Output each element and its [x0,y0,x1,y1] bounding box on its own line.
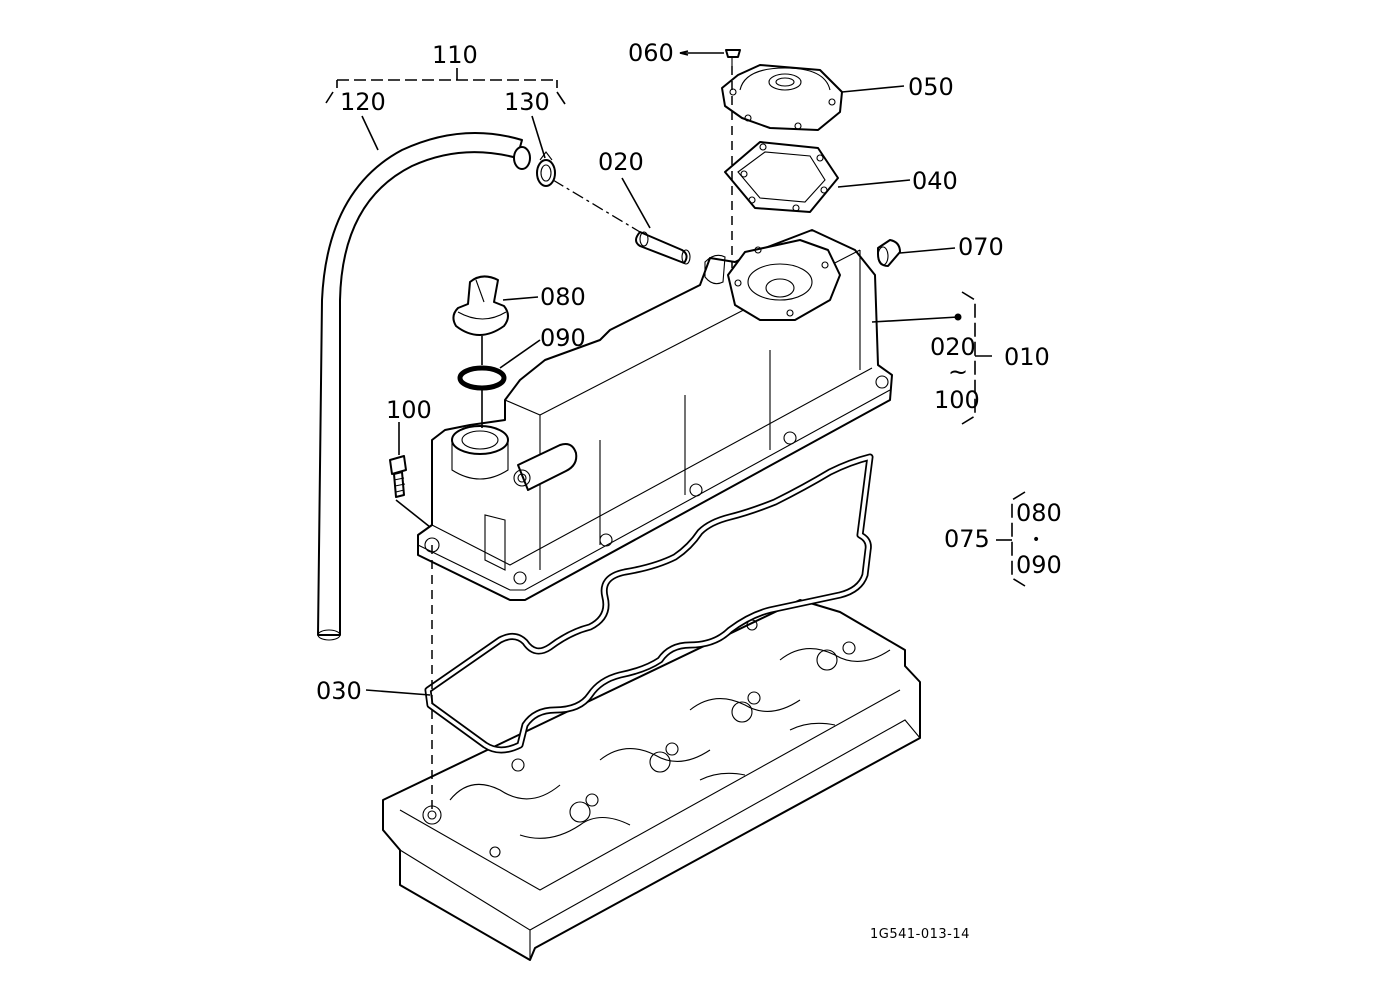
breather-cover [721,64,843,131]
label-040: 040 [912,167,958,195]
label-120: 120 [340,88,386,116]
breather-pipe [635,231,691,265]
label-set-dot: • [1032,532,1040,548]
label-range-from: 020 [930,333,976,361]
label-075: 075 [944,525,990,553]
cover-bolt [389,455,407,498]
label-set-080: 080 [1016,499,1062,527]
oil-filler-cap [452,275,509,336]
label-130: 130 [504,88,550,116]
diaphragm-gasket [724,141,839,213]
drawing-code: 1G541-013-14 [870,927,970,942]
label-020-pipe: 020 [598,148,644,176]
cylinder-head-cover [417,229,893,601]
label-080: 080 [540,283,586,311]
label-100: 100 [386,396,432,424]
part-labels: 110 120 130 020 060 050 040 070 080 090 … [316,39,1062,942]
label-090: 090 [540,324,586,352]
plug-cap [877,239,901,267]
label-range-to: 100 [934,386,980,414]
hose-clamp [536,151,556,187]
label-050: 050 [908,73,954,101]
breather-hose [317,131,531,641]
label-range-tilde: ~ [948,358,968,386]
o-ring [457,365,507,391]
label-060: 060 [628,39,674,67]
head-cover-gasket [424,453,874,754]
label-set-090: 090 [1016,551,1062,579]
label-010: 010 [1004,343,1050,371]
label-110: 110 [432,41,478,69]
label-070: 070 [958,233,1004,261]
leader-lines [325,50,1026,810]
label-030: 030 [316,677,362,705]
screw [725,49,741,66]
cylinder-head [382,599,921,961]
